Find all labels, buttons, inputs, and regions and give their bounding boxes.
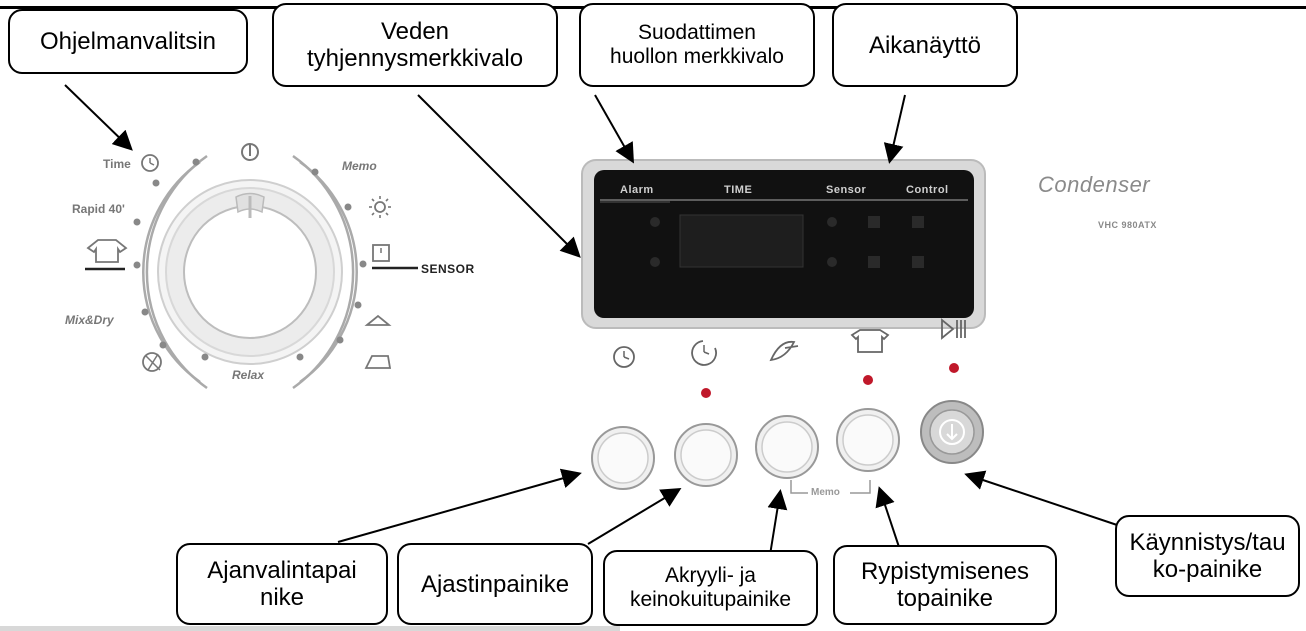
callout-text: Ohjelmanvalitsin <box>39 28 217 55</box>
dial-label-mix-dry: Mix&Dry <box>65 313 114 327</box>
sun-icon <box>374 201 386 213</box>
callout-acrylic-button: Akryyli- ja keinokuitupainike <box>603 550 818 626</box>
callout-water-drain-light: Veden tyhjennysmerkkivalo <box>272 3 558 87</box>
callout-text-line: Ajanvalintapai <box>207 557 357 584</box>
callout-start-pause-button: Käynnistys/tau ko-painike <box>1115 515 1300 597</box>
shirt-icon <box>86 239 128 263</box>
dial-icons <box>86 154 392 372</box>
callout-text: Aikanäyttö <box>868 31 982 59</box>
dial-label-time: Time <box>103 157 131 171</box>
model-number: VHC 980ATX <box>1098 220 1157 230</box>
callout-text-line: ko-painike <box>1152 556 1263 583</box>
memo-label: Memo <box>811 487 840 498</box>
dial-label-memo: Memo <box>342 159 377 173</box>
callout-timer-button: Ajastinpainike <box>397 543 593 625</box>
display-panel <box>581 159 986 329</box>
leaf-icon <box>769 340 799 362</box>
callout-text-line: huollon merkkivalo <box>610 45 784 68</box>
iron-icon <box>364 355 392 369</box>
callout-text-line: tyhjennysmerkkivalo <box>306 45 524 72</box>
callout-text-line: keinokuitupainike <box>629 588 792 611</box>
callout-text-line: Veden <box>380 18 450 45</box>
display-heading-alarm: Alarm <box>620 184 654 196</box>
wool-icon <box>142 352 162 372</box>
timer-icon <box>691 340 717 366</box>
play-pause-icon <box>941 318 955 340</box>
callout-text-line: Rypistymisenes <box>860 558 1030 585</box>
display-heading-sensor: Sensor <box>826 184 867 196</box>
program-dial <box>85 143 418 390</box>
callout-text-line: topainike <box>896 585 994 612</box>
display-heading-control: Control <box>906 184 949 196</box>
callout-text-line: Käynnistys/tau <box>1129 529 1286 556</box>
callout-text-line: nike <box>259 584 305 611</box>
bottom-strip <box>0 626 620 631</box>
callout-text-line: Suodattimen <box>638 21 756 44</box>
indicator-leds <box>701 363 959 398</box>
callout-program-selector: Ohjelmanvalitsin <box>8 9 248 74</box>
callout-anti-crease-button: Rypistymisenes topainike <box>833 545 1057 625</box>
callout-text: Ajastinpainike <box>420 570 570 598</box>
display-heading-time: TIME <box>724 184 753 196</box>
physical-buttons <box>591 400 984 494</box>
dial-label-rapid: Rapid 40' <box>72 202 125 216</box>
callout-filter-service-light: Suodattimen huollon merkkivalo <box>579 3 815 87</box>
brand-name: Condenser <box>1038 172 1151 197</box>
button-icons <box>613 318 966 368</box>
clock-icon <box>141 154 159 172</box>
time-readout <box>679 214 804 268</box>
callout-time-select-button: Ajanvalintapai nike <box>176 543 388 625</box>
callout-time-display: Aikanäyttö <box>832 3 1018 87</box>
callout-arrows <box>64 84 1133 556</box>
cupboard-icon <box>372 244 390 262</box>
hanger-icon <box>364 314 392 326</box>
clock-icon <box>613 346 635 368</box>
dial-label-relax: Relax <box>232 368 265 382</box>
callout-text-line: Akryyli- ja <box>664 564 756 587</box>
dial-label-sensor: SENSOR <box>421 262 475 276</box>
shirt-icon <box>850 329 890 353</box>
